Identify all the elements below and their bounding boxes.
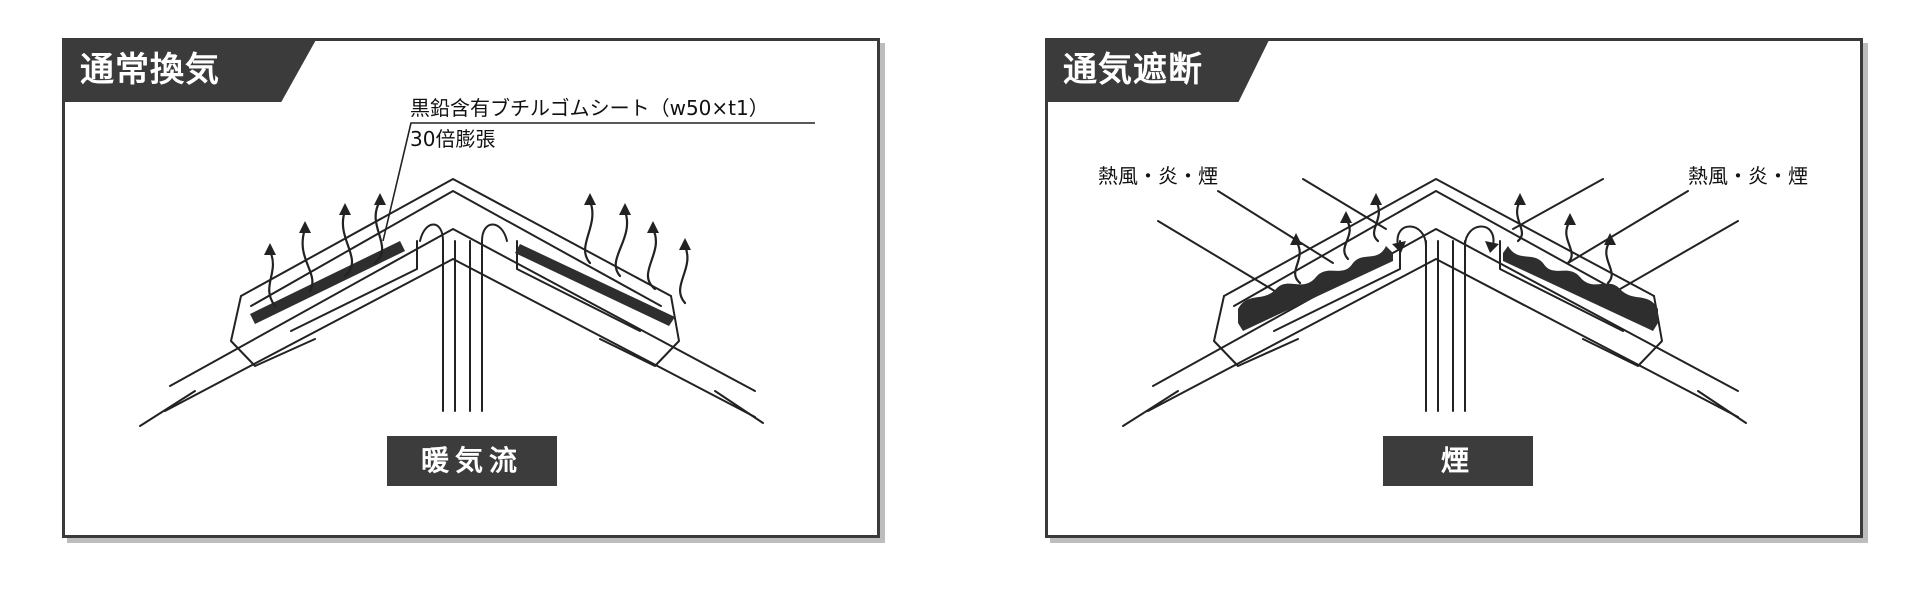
ridge-cap xyxy=(250,190,662,307)
roof-outline xyxy=(1122,390,1179,427)
roof-outline xyxy=(139,390,196,427)
smoke-curl-left xyxy=(1396,225,1427,247)
panel-title: 通気遮断 xyxy=(1045,38,1270,102)
left-end-cap xyxy=(1213,295,1299,367)
right-end-cap xyxy=(599,295,680,367)
heat-flame-smoke-label-right: 熱風・炎・煙 xyxy=(1688,164,1808,188)
blocked-arrow xyxy=(1372,199,1380,243)
blocked-arrow xyxy=(1343,217,1351,261)
roof-outline xyxy=(164,258,756,418)
callout-material-label: 黒鉛含有ブチルゴムシート（w50×t1） xyxy=(410,96,769,120)
ridge-cap xyxy=(1223,178,1655,297)
blocked-arrow xyxy=(1516,199,1524,243)
smoke-curl-right xyxy=(1464,225,1495,247)
airflow-arrow xyxy=(373,199,384,265)
heat-line xyxy=(1302,178,1387,230)
airflow-arrow xyxy=(584,199,594,265)
airflow-arrow xyxy=(341,209,354,278)
roof-outline xyxy=(1697,390,1747,424)
roof-outline xyxy=(169,228,756,392)
heat-line xyxy=(1217,190,1334,264)
expanded-sheet-left xyxy=(1238,246,1393,331)
ridge-vent-diagram-normal xyxy=(139,122,815,427)
heat-line xyxy=(1567,190,1689,264)
inner-mold-right xyxy=(1499,240,1624,332)
smoke-label: 煙 xyxy=(1383,436,1533,486)
expanded-sheet-right xyxy=(1503,246,1658,331)
vent-channel-left xyxy=(419,223,444,242)
ventilation-blocked-panel: 通気遮断 xyxy=(1045,38,1863,538)
heat-line xyxy=(1607,220,1739,297)
ridge-cap xyxy=(1233,190,1645,307)
blocked-arrow xyxy=(1565,219,1573,265)
callout-expansion-label: 30倍膨張 xyxy=(410,127,496,151)
heat-line xyxy=(1157,220,1284,297)
blocked-arrow xyxy=(1294,239,1302,285)
ridge-vent-diagram-blocked xyxy=(1122,178,1747,427)
vent-channel-right xyxy=(481,223,508,242)
roof-outline xyxy=(1152,228,1739,392)
butyl-rubber-sheet-left xyxy=(250,241,405,324)
panel-title: 通常換気 xyxy=(62,38,317,102)
heat-flame-smoke-label-left: 熱風・炎・煙 xyxy=(1098,164,1218,188)
roof-outline xyxy=(714,390,764,424)
ridge-cap xyxy=(240,178,672,297)
heat-line xyxy=(1512,178,1604,230)
airflow-arrow xyxy=(301,227,314,293)
butyl-rubber-sheet-right xyxy=(515,244,675,326)
roof-outline xyxy=(1147,258,1739,418)
inner-mold-left xyxy=(290,240,418,332)
airflow-arrow xyxy=(268,249,277,308)
warm-airflow-label: 暖気流 xyxy=(387,436,557,486)
callout-leader xyxy=(382,122,815,242)
normal-ventilation-panel: 通常換気 xyxy=(62,38,880,538)
airflow-arrow xyxy=(646,227,657,291)
airflow-arrow xyxy=(679,244,689,305)
blocked-arrow xyxy=(1605,239,1613,285)
left-end-cap xyxy=(230,295,316,367)
airflow-arrow xyxy=(614,209,628,278)
